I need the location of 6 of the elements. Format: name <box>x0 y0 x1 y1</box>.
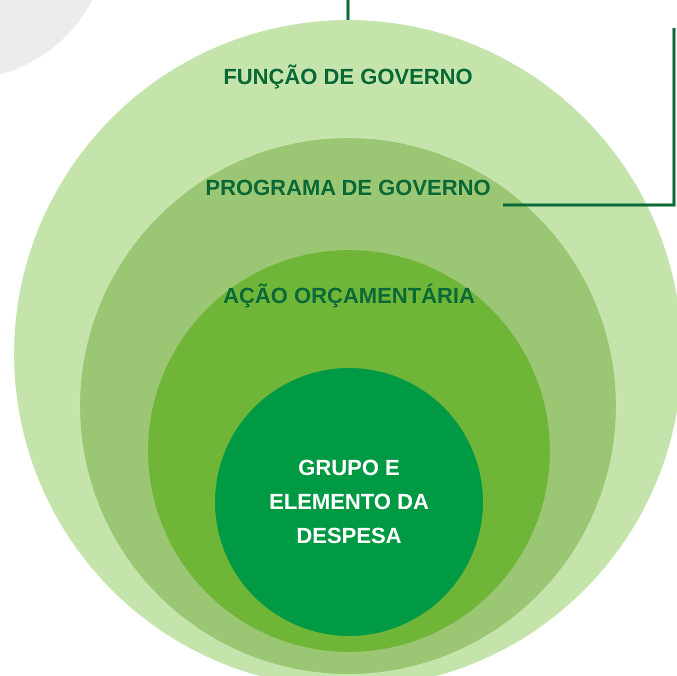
circle-label: GRUPO E ELEMENTO DA DESPESA <box>268 454 430 550</box>
connector-line <box>346 0 350 20</box>
circle-label: AÇÃO ORÇAMENTÁRIA <box>222 282 476 310</box>
circle-label: FUNÇÃO DE GOVERNO <box>222 63 474 91</box>
circle-label: PROGRAMA DE GOVERNO <box>204 174 492 202</box>
connector-line <box>503 28 676 206</box>
